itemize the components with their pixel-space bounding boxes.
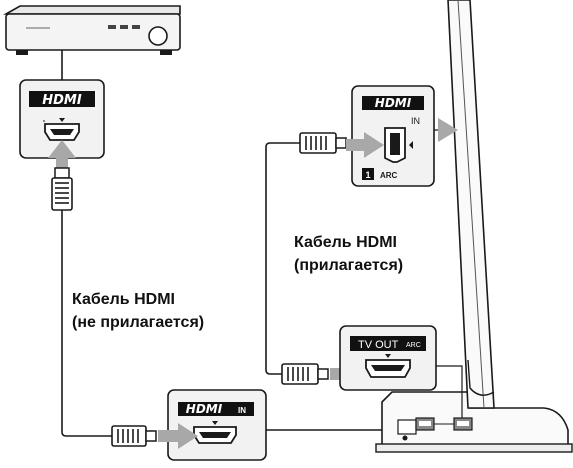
hdmi-logo-text: HDMI [375, 96, 412, 110]
player-cable-label: Кабель HDMI (не прилагается) [72, 288, 204, 334]
hdmi-logo: HDMI IN [178, 402, 254, 416]
player-cable-label-line1: Кабель HDMI [72, 291, 175, 308]
hdmi-port-icon [365, 359, 411, 378]
port-indicator-icon [59, 118, 65, 122]
button-dots-icon [108, 25, 140, 29]
knob-icon [148, 26, 168, 46]
tv-hdmi-in-panel: HDMI IN 1 ARC [351, 85, 435, 187]
player-cable-label-line2: (не прилагается) [72, 314, 205, 331]
hdmi-port-icon [415, 417, 435, 431]
arrow-icon [346, 132, 384, 158]
hdmi-port-icon [44, 123, 80, 141]
hdmi-logo: HDMI [362, 96, 424, 110]
arrow-icon [438, 118, 458, 142]
hdmi-logo-text: HDMI [186, 402, 223, 416]
tv-out-label: TV OUT [358, 339, 399, 351]
tv-cable-label-line1: Кабель HDMI [294, 234, 397, 251]
soundbar [375, 391, 573, 453]
port-indicator-icon [385, 354, 391, 358]
tv-out-arc-label: ARC [406, 342, 421, 349]
tv-cable-label-line2: (прилагается) [294, 257, 404, 274]
hdmi-plug-icon [299, 132, 347, 154]
tv-cable [265, 142, 300, 375]
hdmi-port-icon [453, 417, 473, 431]
tv-cable-label: Кабель HDMI (прилагается) [294, 231, 403, 277]
hdmi-port-icon [193, 426, 237, 444]
arrow-icon [48, 140, 76, 172]
port-indicator-icon [212, 421, 218, 425]
player-cable [61, 210, 116, 437]
hdmi-plug-icon [51, 167, 73, 211]
hdmi-plug-icon [111, 425, 157, 447]
tv-out-panel: TV OUT ARC [339, 325, 437, 391]
port-indicator-icon [409, 141, 413, 149]
tv-side-view [447, 0, 495, 409]
arc-label: ARC [380, 171, 398, 180]
source-hdmi-panel: HDMI [19, 79, 105, 159]
hdmi-logo: HDMI [29, 91, 95, 108]
in-label: IN [411, 116, 420, 126]
port-number: 1 [365, 170, 370, 180]
hdmi-plug-icon [281, 363, 329, 385]
arrow-icon [158, 423, 198, 449]
soundbar-hdmi-in-panel: HDMI IN [167, 389, 267, 461]
hdmi-logo-text: HDMI [42, 93, 82, 108]
source-device [2, 5, 181, 55]
in-label: IN [238, 406, 246, 415]
hdmi-port-icon [384, 127, 406, 163]
